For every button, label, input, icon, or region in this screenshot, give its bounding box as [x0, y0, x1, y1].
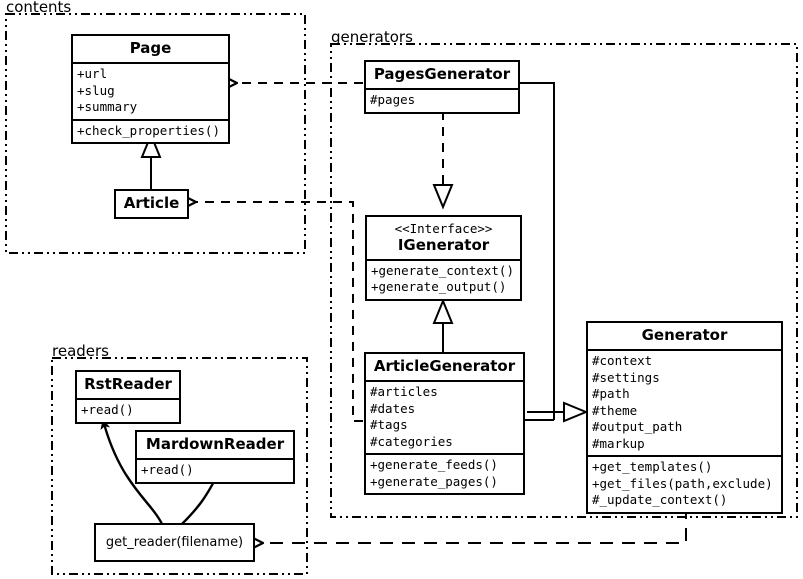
- relation-articlegenerator-depends-article: [196, 202, 363, 422]
- package-label-contents: contents: [6, 0, 72, 16]
- class-name-article: Article: [123, 194, 180, 212]
- class-methods-articlegenerator: +generate_feeds() +generate_pages(): [366, 453, 523, 493]
- package-label-generators: generators: [331, 28, 413, 46]
- class-name-page: Page: [129, 39, 172, 57]
- method-row: +get_templates(): [592, 459, 713, 475]
- attribute-row: +url: [77, 66, 108, 82]
- attribute-row: #pages: [370, 92, 416, 108]
- class-attributes-articlegenerator: #articles #dates #tags #categories: [366, 380, 523, 453]
- class-methods-mardownreader: +read(): [137, 458, 293, 482]
- relation-articlegenerator-inherits-igenerator: [432, 298, 454, 353]
- class-box-generator[interactable]: Generator #context #settings #path #them…: [586, 321, 783, 514]
- class-methods-generator: +get_templates() +get_files(path,exclude…: [588, 455, 781, 512]
- class-box-mardownreader[interactable]: MardownReader +read(): [135, 430, 295, 484]
- class-box-pagesgenerator[interactable]: PagesGenerator #pages: [364, 60, 520, 114]
- class-box-rstreader[interactable]: RstReader +read(): [75, 370, 181, 424]
- attribute-row: #articles: [370, 384, 438, 400]
- method-row: +check_properties(): [77, 122, 220, 138]
- method-row: +generate_output(): [371, 279, 507, 295]
- class-methods-igenerator: +generate_context() +generate_output(): [367, 258, 520, 299]
- attribute-row: +slug: [77, 82, 115, 98]
- attribute-row: +summary: [77, 99, 138, 115]
- class-attributes-generator: #context #settings #path #theme #output_…: [588, 349, 781, 455]
- package-label-readers: readers: [52, 342, 109, 360]
- relation-generators-inherit-generator: [520, 82, 589, 423]
- class-name-igenerator: <<Interface>> IGenerator: [367, 217, 520, 259]
- class-name-rstreader: RstReader: [84, 375, 172, 393]
- method-row: +read(): [141, 462, 194, 478]
- class-attributes-pagesgenerator: #pages: [366, 88, 518, 112]
- attribute-row: #path: [592, 386, 630, 402]
- attribute-row: #dates: [370, 400, 416, 416]
- class-box-igenerator[interactable]: <<Interface>> IGenerator +generate_conte…: [365, 215, 522, 301]
- attribute-row: #theme: [592, 402, 638, 418]
- attribute-row: #output_path: [592, 419, 683, 435]
- method-row: +generate_pages(): [370, 473, 498, 489]
- method-row: +generate_context(): [371, 262, 514, 278]
- function-label-get-reader: get_reader(filename): [105, 535, 244, 550]
- class-stereotype-igenerator: <<Interface>>: [394, 221, 493, 236]
- class-attributes-page: +url +slug +summary: [73, 62, 228, 119]
- attribute-row: #categories: [370, 433, 453, 449]
- class-box-page[interactable]: Page +url +slug +summary +check_properti…: [71, 34, 230, 145]
- class-methods-rstreader: +read(): [77, 398, 179, 422]
- attribute-row: #settings: [592, 369, 660, 385]
- attribute-row: #tags: [370, 417, 408, 433]
- class-name-pagesgenerator: PagesGenerator: [373, 65, 511, 83]
- attribute-row: #context: [592, 353, 653, 369]
- class-box-articlegenerator[interactable]: ArticleGenerator #articles #dates #tags …: [364, 352, 525, 496]
- method-row: +generate_feeds(): [370, 457, 498, 473]
- relation-pagesgenerator-realizes-igenerator: [432, 111, 454, 210]
- method-row: +read(): [81, 402, 134, 418]
- method-row: +get_files(path,exclude): [592, 475, 773, 491]
- function-box-get-reader[interactable]: get_reader(filename): [94, 523, 255, 562]
- class-box-article[interactable]: Article: [114, 189, 189, 220]
- class-name-articlegenerator: ArticleGenerator: [373, 357, 516, 375]
- class-name-mardownreader: MardownReader: [145, 435, 285, 453]
- class-name-generator: Generator: [641, 326, 728, 344]
- attribute-row: #markup: [592, 435, 645, 451]
- method-row: #_update_context(): [592, 492, 728, 508]
- class-title-igenerator: IGenerator: [397, 235, 490, 254]
- class-methods-page: +check_properties(): [73, 118, 228, 143]
